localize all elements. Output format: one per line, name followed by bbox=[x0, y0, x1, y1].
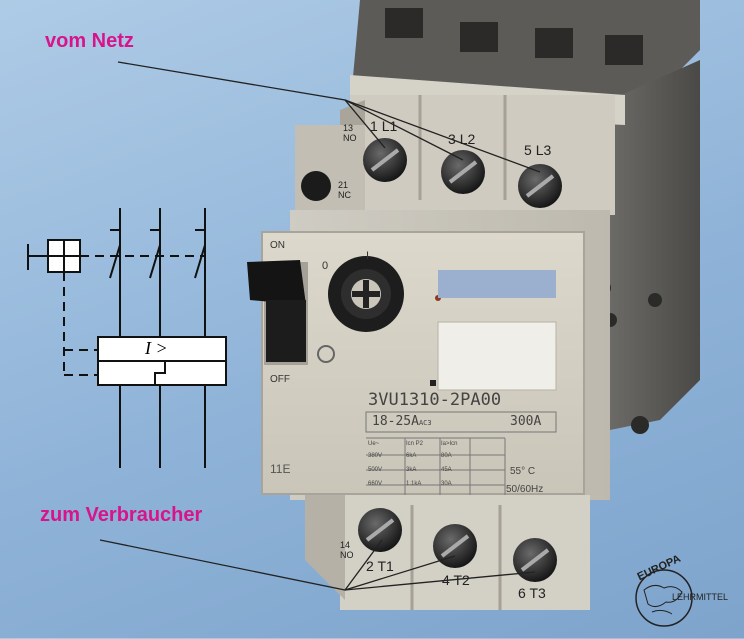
trip-symbol-label: I > bbox=[145, 338, 168, 358]
table-row: 500V 3kA 45A bbox=[368, 467, 452, 473]
table-row: 380V 6kA 80A bbox=[368, 453, 452, 459]
leader-lines bbox=[99, 61, 541, 591]
on-label: ON bbox=[270, 240, 285, 251]
off-label: OFF bbox=[270, 374, 290, 385]
terminal-label-l2: 3 L2 bbox=[448, 131, 476, 147]
terminal-label-t2: 4 T2 bbox=[442, 572, 470, 588]
aux-top-21: 21 NC bbox=[338, 180, 351, 200]
leader-line-l3 bbox=[344, 99, 541, 173]
dial-max-label: I bbox=[366, 250, 370, 262]
logo-side-text: LEHRMITTEL bbox=[672, 592, 729, 602]
model-number: 3VU1310-2PA00 bbox=[368, 390, 502, 410]
terminal-label-l1: 1 L1 bbox=[370, 118, 398, 134]
table-row: 660V 1.1kA 30A bbox=[368, 481, 452, 487]
globe-icon bbox=[635, 569, 693, 627]
short-circuit-rating: 300A bbox=[510, 414, 542, 429]
aux-top-13: 13 NO bbox=[343, 123, 357, 143]
label-zum-verbraucher: zum Verbraucher bbox=[40, 504, 203, 526]
rating-table-header: Ue~ Icn P2 Ia>Icn bbox=[368, 441, 458, 447]
top-terminal-block bbox=[295, 75, 625, 220]
device-main-body bbox=[247, 210, 610, 500]
aux-code: 11E bbox=[270, 462, 291, 476]
terminal-label-t1: 2 T1 bbox=[366, 558, 394, 574]
bottom-screws bbox=[358, 508, 557, 582]
terminal-label-t3: 6 T3 bbox=[518, 585, 546, 601]
top-screws bbox=[363, 138, 562, 208]
current-range: 18-25AAC3 bbox=[372, 414, 432, 429]
temperature-rating: 55° C bbox=[510, 466, 536, 477]
circuit-breaker-symbol bbox=[27, 208, 227, 468]
aux-bottom-14: 14 NO bbox=[340, 540, 354, 560]
dial-min-label: 0 bbox=[322, 260, 329, 272]
terminal-label-l3: 5 L3 bbox=[524, 142, 552, 158]
label-vom-netz: vom Netz bbox=[45, 30, 134, 52]
leader-line-t3 bbox=[344, 571, 536, 591]
europa-lehrmittel-logo: EUROPA LEHRMITTEL bbox=[622, 553, 740, 634]
leader-line-t2 bbox=[344, 555, 456, 591]
frequency-rating: 50/60Hz bbox=[506, 484, 544, 495]
rating-table: Ue~ Icn P2 Ia>Icn 380V 6kA 80A 500V 3kA … bbox=[368, 441, 506, 487]
leader-line-l2 bbox=[344, 99, 464, 161]
